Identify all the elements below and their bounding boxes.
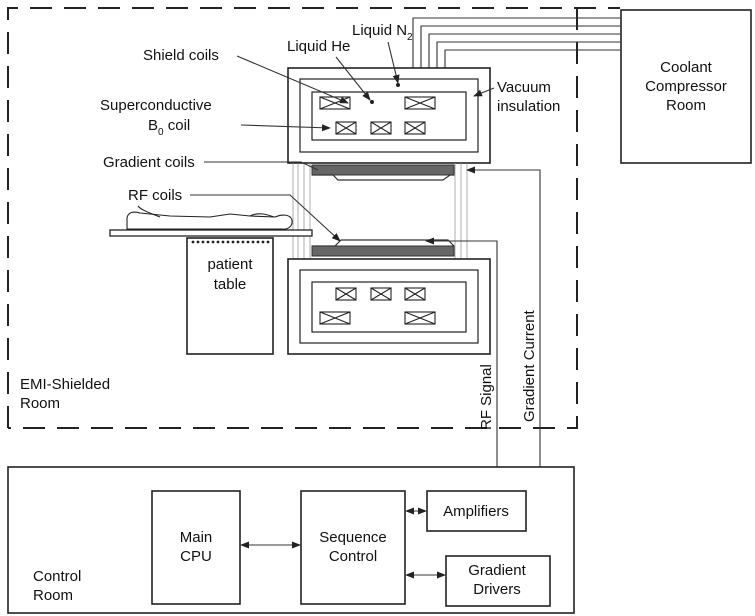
upper-cryostat-outer — [287, 67, 491, 164]
b0-coil-upper-1 — [335, 121, 357, 135]
control-interconnect-arrows — [240, 507, 446, 579]
lower-cryostat-outer — [287, 258, 491, 355]
gradient-drivers-block — [445, 555, 551, 607]
coolant-room-line-2: Compressor — [645, 78, 727, 95]
b0-coil-upper-3 — [404, 121, 426, 135]
amplifiers-label: Amplifiers — [443, 503, 509, 520]
gradient-coils-label: Gradient coils — [103, 154, 195, 171]
emi-shielded-room-boundary — [7, 7, 620, 429]
patient-figure — [126, 205, 293, 230]
b0-subscript: 0 — [158, 127, 164, 138]
liquid-n2-subscript: 2 — [407, 32, 413, 43]
gradient-current-line — [466, 166, 541, 556]
b0-text: B — [148, 117, 158, 134]
b0-coil-lower-1 — [335, 287, 357, 301]
liquid-n2-text: Liquid N — [352, 22, 407, 39]
sequence-control-label-line-1: Sequence — [319, 529, 387, 546]
gradient-current-label: Gradient Current — [521, 309, 538, 422]
liquid-n2-dot — [396, 83, 400, 87]
insulation-label: insulation — [497, 98, 560, 115]
upper-cryostat-inner — [299, 78, 479, 153]
superconductive-label: Superconductive — [100, 97, 212, 114]
vacuum-label: Vacuum — [497, 79, 551, 96]
b0-coil-lower-2 — [370, 287, 392, 301]
coolant-pipes — [412, 17, 621, 68]
upper-b0-coils — [335, 121, 426, 135]
sequence-control-block — [300, 490, 406, 605]
gradient-coil-upper — [311, 164, 455, 176]
main-cpu-label-line-1: Main — [180, 529, 213, 546]
control-room-label-line-2: Room — [33, 587, 73, 604]
label-leader-lines — [190, 41, 495, 242]
coolant-room-line-3: Room — [666, 97, 706, 114]
shield-coil-upper-right — [404, 96, 436, 110]
gradient-coil-upper-profile — [312, 174, 454, 181]
main-cpu-label-line-2: CPU — [180, 548, 212, 565]
patient-table-pedestal — [186, 237, 274, 355]
amplifiers-block — [426, 490, 527, 532]
b0-coil-label: B0 coil — [148, 117, 190, 138]
patient-table-label-line-2: table — [214, 276, 247, 293]
gradient-drivers-label-line-1: Gradient — [468, 562, 526, 579]
rf-signal-label: RF Signal — [478, 364, 495, 430]
sequence-control-label-line-2: Control — [329, 548, 377, 565]
shield-coil-lower-left — [319, 311, 351, 325]
patient-table-top — [109, 229, 313, 237]
emi-room-label-line-1: EMI-Shielded — [20, 376, 110, 393]
lower-b0-coils — [335, 287, 426, 301]
liquid-he-label: Liquid He — [287, 38, 350, 55]
b0-suffix: coil — [164, 117, 191, 134]
b0-coil-upper-2 — [370, 121, 392, 135]
coolant-compressor-room-box — [620, 9, 752, 164]
liquid-n2-label: Liquid N2 — [352, 22, 413, 43]
main-cpu-block — [151, 490, 241, 605]
patient-table-rollers — [191, 240, 270, 244]
patient-table-label-line-1: patient — [207, 256, 253, 273]
liquid-he-dot — [370, 100, 374, 104]
upper-helium-vessel — [311, 91, 467, 141]
rf-signal-line — [425, 237, 501, 492]
gradient-coil-lower — [311, 245, 455, 257]
gradient-drivers-label-line-2: Drivers — [473, 581, 521, 598]
shield-coils-label: Shield coils — [143, 47, 219, 64]
emi-room-label-line-2: Room — [20, 395, 60, 412]
rf-coils-label: RF coils — [128, 187, 182, 204]
control-room-label-line-1: Control — [33, 568, 81, 585]
coolant-room-line-1: Coolant — [660, 59, 713, 76]
